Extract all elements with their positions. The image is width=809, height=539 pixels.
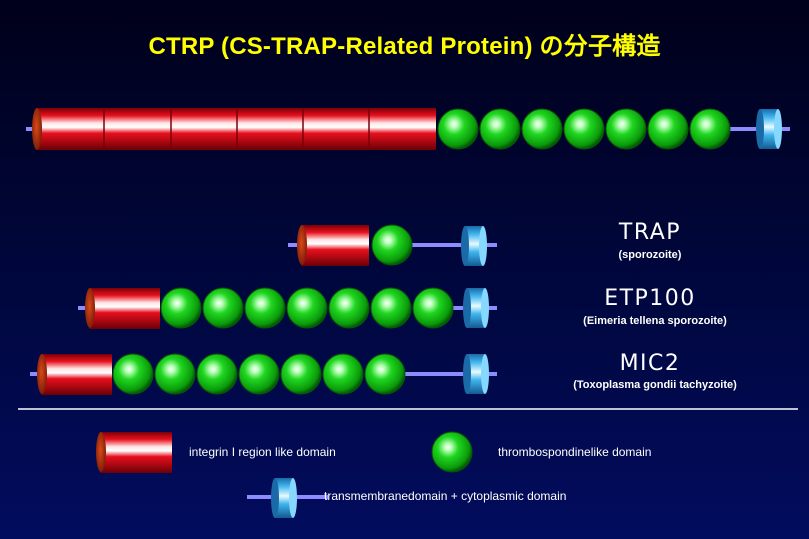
legend-thrombospondin-label: thrombospondinelike domain <box>498 445 652 459</box>
protein-subtitle-etp100: (Eimeria tellena sporozoite) <box>583 315 727 327</box>
integrin-domain <box>89 288 160 329</box>
thrombospondin-domain <box>605 108 647 150</box>
protein-name-etp100: ETP100 <box>604 286 696 311</box>
integrin-domain <box>301 225 369 266</box>
transmembrane-domain <box>463 288 489 328</box>
transmembrane-domain <box>461 226 487 266</box>
integrin-domain-group <box>32 108 436 150</box>
thrombospondin-domain <box>286 287 328 329</box>
mic2-molecule <box>30 353 497 395</box>
transmembrane-domain <box>756 109 782 149</box>
legend-thrombospondin-symbol <box>431 431 473 473</box>
thrombospondin-domain <box>154 353 196 395</box>
thrombospondin-domain <box>238 353 280 395</box>
thrombospondin-domain <box>689 108 731 150</box>
thrombospondin-domain <box>364 353 406 395</box>
transmembrane-domain <box>463 354 489 394</box>
thrombospondin-domain <box>196 353 238 395</box>
protein-name-trap: TRAP <box>618 220 682 245</box>
legend-integrin-label: integrin I region like domain <box>189 445 336 459</box>
trap-molecule <box>288 224 497 266</box>
thrombospondin-domain <box>371 224 413 266</box>
thrombospondin-domain <box>244 287 286 329</box>
protein-name-mic2: MIC2 <box>619 351 681 376</box>
integrin-domain-cap <box>37 354 47 394</box>
protein-subtitle-trap: (sporozoite) <box>618 249 682 261</box>
diagram-title: CTRP (CS-TRAP-Related Protein) の分子構造 <box>148 33 661 60</box>
thrombospondin-domain <box>280 353 322 395</box>
thrombospondin-domain <box>370 287 412 329</box>
thrombospondin-domain <box>437 108 479 150</box>
thrombospondin-domain <box>328 287 370 329</box>
thrombospondin-domain <box>202 287 244 329</box>
legend-transmembrane-label: transmembranedomain + cytoplasmic domain <box>324 489 567 503</box>
integrin-domain-cap <box>297 225 307 265</box>
thrombospondin-domain <box>160 287 202 329</box>
ctrp-molecule <box>26 108 790 150</box>
integrin-domain <box>41 354 112 395</box>
integrin-domain <box>36 108 436 150</box>
thrombospondin-domain <box>479 108 521 150</box>
thrombospondin-domain <box>563 108 605 150</box>
thrombospondin-domain <box>412 287 454 329</box>
thrombospondin-domain <box>112 353 154 395</box>
thrombospondin-domain <box>322 353 364 395</box>
legend-transmembrane-symbol <box>247 478 328 518</box>
thrombospondin-domain <box>521 108 563 150</box>
etp100-molecule <box>78 287 497 329</box>
protein-subtitle-mic2: (Toxoplasma gondii tachyzoite) <box>573 379 737 391</box>
legend-integrin-symbol <box>96 432 172 473</box>
integrin-domain-cap <box>85 288 95 328</box>
thrombospondin-domain <box>647 108 689 150</box>
integrin-domain-cap <box>32 108 42 150</box>
